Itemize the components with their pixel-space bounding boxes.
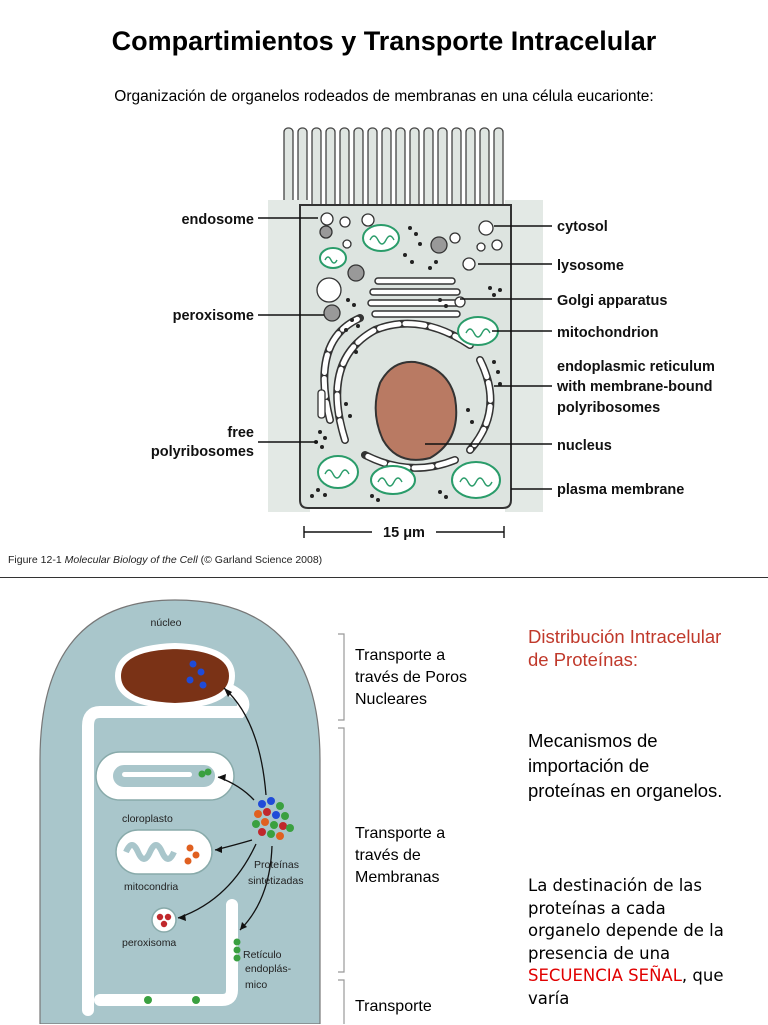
label-cytosol: cytosol [557,219,608,235]
label-er-3: polyribosomes [557,400,660,416]
caption-suffix: (© Garland Science 2008) [200,554,323,566]
golgi-stacks [367,277,464,318]
caption-book: Molecular Biology of the Cell [64,554,198,566]
label-free-1: free [227,425,254,441]
label-free-2: polyribosomes [151,444,254,460]
transport-poros-line: través de Poros [355,669,468,686]
caption-prefix: Figure 12-1 [8,554,62,566]
transport-vesicular-line: Transporte [355,998,432,1015]
cell-nucleus [374,360,458,461]
destination-start: La destinación de las proteínas a cada o… [528,876,724,963]
transport-poros: Transporte a través de Poros Nucleares [355,645,505,711]
label-peroxisome: peroxisome [173,308,254,324]
protein-distribution-panel [0,577,768,1025]
microvilli [283,127,504,209]
label-plasma-membrane: plasma membrane [557,482,684,498]
label-golgi: Golgi apparatus [557,293,667,309]
destination-text: La destinación de las proteínas a cada o… [528,875,728,1010]
secuencia-senal: SECUENCIA SEÑAL [528,966,682,985]
transport-poros-line: Nucleares [355,691,428,708]
vesicles [316,212,503,419]
label-er-1: endoplasmic reticulum [557,359,715,375]
leader-lines [258,217,552,490]
label-mitochondrion: mitochondrion [557,325,659,341]
page-title: Compartimientos y Transporte Intracelula… [111,26,657,56]
transport-vesicular: Transporte [355,996,505,1018]
figure-caption: Figure 12-1 Molecular Biology of the Cel… [8,554,322,566]
page-subtitle: Organización de organelos rodeados de me… [114,88,654,105]
mitochondria [317,224,501,499]
polyribosomes [310,226,502,502]
transport-membranas-line: Membranas [355,869,440,886]
transport-membranas: Transporte a través de Membranas [355,823,505,889]
mechanisms-text: Mecanismos de importación de proteínas e… [528,730,723,801]
scale-label: 15 μm [383,525,425,541]
transport-membranas-line: Transporte a [355,825,446,842]
transport-membranas-line: través de [355,847,421,864]
label-nucleus: nucleus [557,438,612,454]
label-endosome: endosome [181,212,254,228]
distribution-heading: Distribución Intracelular de Proteínas: [528,626,722,670]
transport-poros-line: Transporte a [355,647,446,664]
label-lysosome: lysosome [557,258,624,274]
label-er-2: with membrane-bound [556,379,712,395]
scale-bar [303,526,505,538]
destination-end: , que varía [528,966,724,1008]
cell-diagram: endosome peroxisome free polyribosomes c… [151,127,715,541]
